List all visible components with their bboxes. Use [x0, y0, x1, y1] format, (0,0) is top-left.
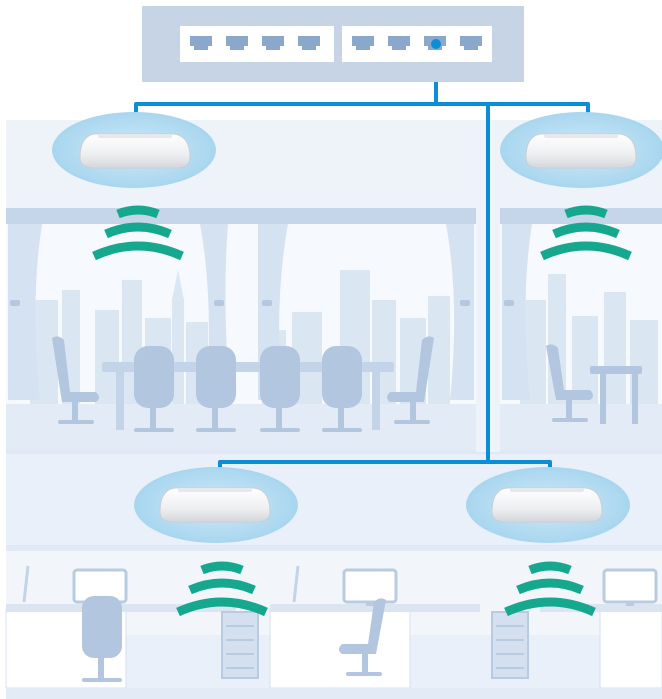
access-point-lower-left [134, 467, 298, 543]
office-upper-right [500, 208, 662, 450]
wifi-signal-icon [540, 205, 632, 261]
access-point-lower-right [466, 467, 630, 543]
meeting-room [6, 208, 476, 450]
access-point-upper-right [500, 112, 662, 188]
wifi-signal-icon [176, 561, 268, 617]
conference-chairs [52, 336, 434, 432]
access-point-upper-left [52, 112, 216, 188]
conference-table [102, 362, 394, 430]
switch-ports [190, 36, 482, 50]
wifi-signal-icon [504, 561, 596, 617]
workstations-lower [5, 545, 662, 699]
active-port-indicator [431, 39, 441, 49]
network-switch [142, 6, 524, 82]
wifi-signal-icon [92, 205, 184, 261]
